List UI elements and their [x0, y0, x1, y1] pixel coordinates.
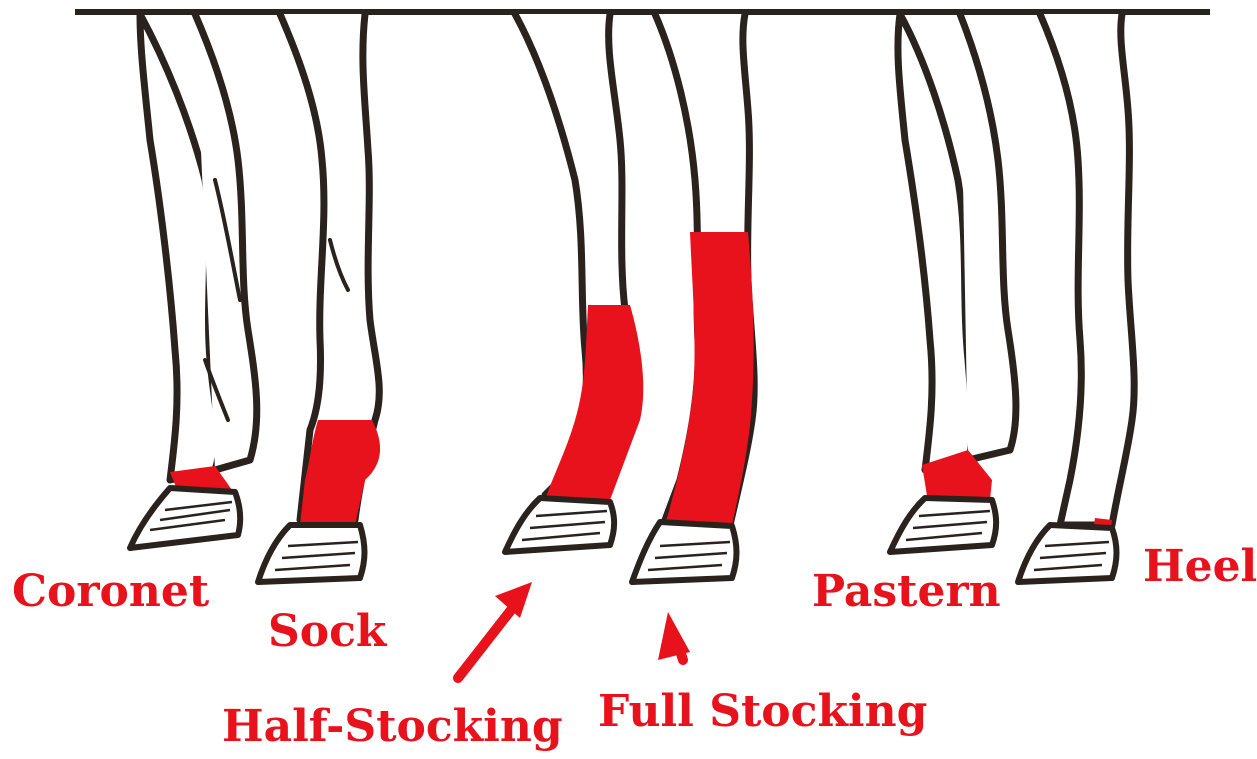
label-sock: Sock — [268, 610, 386, 654]
hoof — [130, 488, 240, 548]
leg-heel — [1018, 14, 1134, 582]
half-stocking-arrow — [458, 582, 532, 678]
leg-coronet — [130, 14, 257, 548]
full-stocking-arrow — [658, 612, 690, 660]
label-half-stocking: Half-Stocking — [222, 705, 563, 749]
label-pastern: Pastern — [812, 570, 1001, 614]
label-full-stocking: Full Stocking — [598, 690, 927, 734]
half-stocking-marking — [545, 305, 643, 500]
label-heel: Heel — [1143, 545, 1257, 589]
full-stocking-marking — [665, 232, 754, 525]
label-coronet: Coronet — [12, 570, 209, 614]
leg-half-stocking — [505, 14, 643, 552]
leg-sock — [258, 14, 380, 582]
leg-pastern — [890, 14, 1016, 552]
leg-full-stocking — [632, 14, 754, 582]
hoof — [632, 522, 737, 582]
